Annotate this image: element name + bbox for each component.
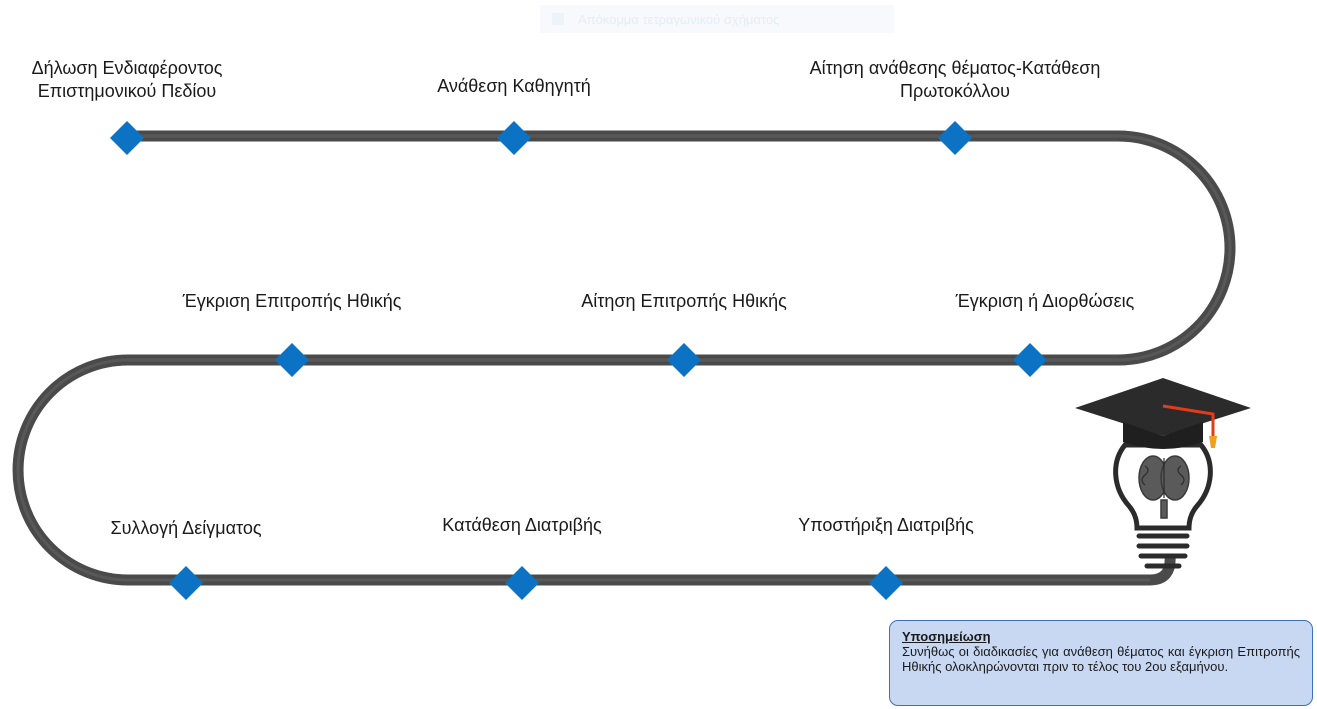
step-label: Συλλογή Δείγματος — [110, 518, 262, 538]
milestone-diamond-icon — [505, 566, 539, 600]
milestone-diamond-icon — [275, 343, 309, 377]
footnote-box: Υποσημείωση Συνήθως οι διαδικασίες για α… — [889, 620, 1313, 706]
footnote-text: Συνήθως οι διαδικασίες για ανάθεση θέματ… — [902, 644, 1300, 674]
step-label: Αίτηση Επιτροπής Ηθικής — [581, 291, 787, 311]
graduation-cap-lightbulb-icon — [1075, 378, 1251, 569]
road-path — [12, 130, 1236, 586]
clip-icon — [552, 13, 564, 25]
step-label: Έγκριση ή Διορθώσεις — [955, 291, 1135, 311]
milestone-diamond-icon — [869, 566, 903, 600]
screen-clip-caption: Απόκομμα τετραγωνικού σχήματος — [540, 5, 894, 33]
step-label: Κατάθεση Διατριβής — [442, 515, 602, 535]
footnote-title: Υποσημείωση — [902, 629, 991, 644]
milestone-diamond-icon — [497, 121, 531, 155]
screen-clip-text: Απόκομμα τετραγωνικού σχήματος — [578, 11, 780, 27]
step-label: Έγκριση Επιτροπής Ηθικής — [182, 291, 402, 311]
milestone-diamond-icon — [169, 566, 203, 600]
step-label: Υποστήριξη Διατριβής — [798, 515, 974, 535]
milestone-diamond-icon — [1013, 343, 1047, 377]
milestone-diamond-icon — [667, 343, 701, 377]
milestone-diamond-icon — [938, 121, 972, 155]
step-label: Ανάθεση Καθηγητή — [437, 76, 591, 96]
step-label: Αίτηση ανάθεσης θέματος-Κατάθεση Πρωτοκό… — [809, 58, 1101, 101]
milestones — [110, 121, 1047, 600]
milestone-diamond-icon — [110, 121, 144, 155]
step-label: Δήλωση Ενδιαφέροντος Επιστημονικού Πεδίο… — [31, 58, 223, 101]
